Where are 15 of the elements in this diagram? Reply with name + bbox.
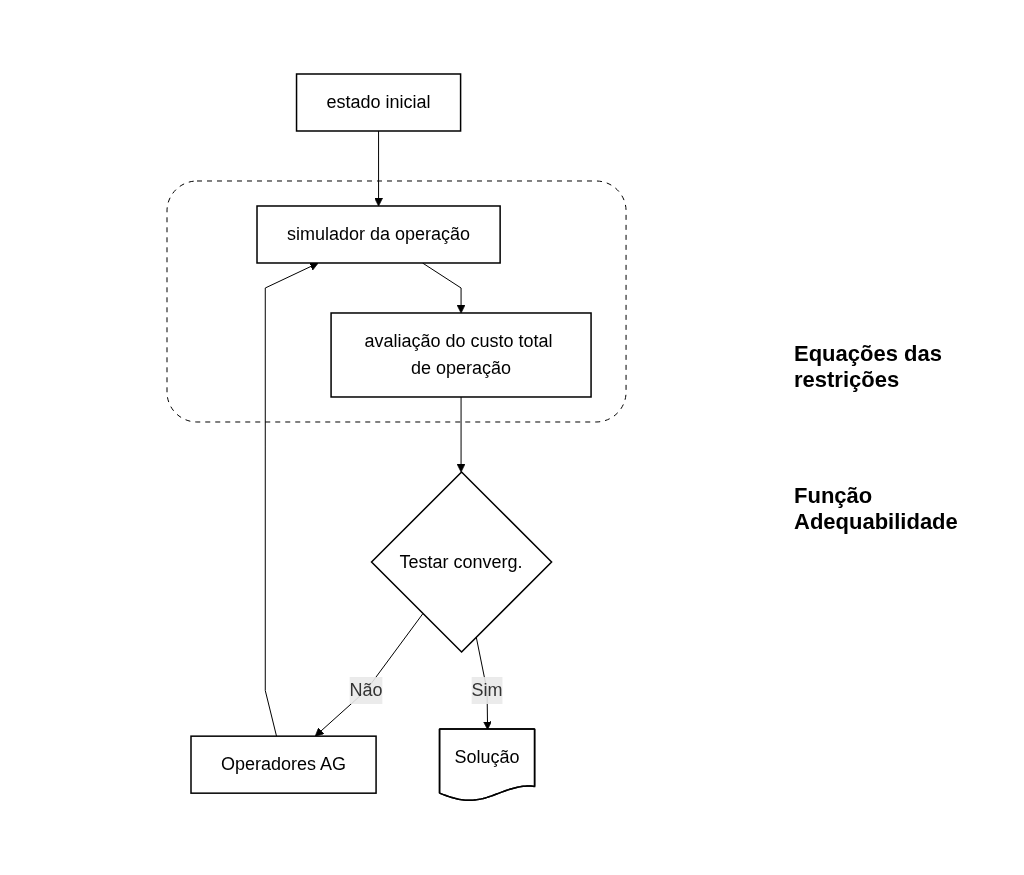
node-diamond: Testar converg.: [370, 471, 554, 654]
edge-label: Não: [349, 680, 384, 701]
node-box: avaliação do custo total de operação: [330, 312, 593, 399]
arrow: [265, 262, 320, 737]
arrow: [374, 130, 384, 207]
node-box: simulador da operação: [256, 205, 502, 265]
annotation-text: Função Adequabilidade: [794, 482, 959, 535]
cluster: [166, 180, 628, 423]
edge-label: Sim: [472, 680, 504, 701]
annotation-text: Equações das restrições: [794, 340, 943, 393]
arrow: [315, 613, 424, 737]
arrow: [457, 396, 466, 473]
arrow: [422, 262, 466, 314]
node-box: estado inicial: [296, 73, 462, 133]
node-box: Operadores AG: [190, 735, 378, 795]
